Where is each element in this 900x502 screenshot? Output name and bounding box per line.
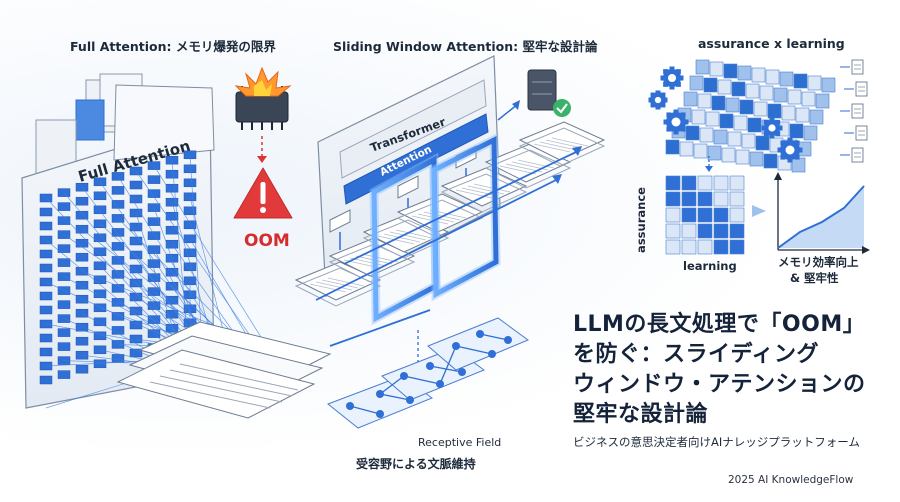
title-line: 堅牢な設計論 (573, 402, 709, 427)
oom-warning-icon (233, 167, 293, 219)
gear-icons (648, 66, 803, 163)
title-line: LLMの長文処理で「OOM」 (573, 312, 866, 337)
title-line: ウィンドウ・アテンションの (573, 372, 866, 397)
attention-bar (343, 113, 489, 205)
input-document-stack (116, 321, 332, 419)
main-title: LLMの長文処理で「OOM」 を防ぐ：スライディング ウィンドウ・アテンションの… (573, 310, 893, 430)
sliding-window-heading: Sliding Window Attention: 堅牢な設計論 (333, 39, 598, 54)
attention-lines (45, 154, 275, 409)
assurance-learning-illustration: assurance learning メモリ効率向上 & 堅牢性 (634, 59, 870, 285)
result-label-line2: & 堅牢性 (790, 271, 839, 285)
oom-label: OOM (244, 231, 290, 251)
title-line: を防ぐ：スライディング (573, 342, 819, 367)
full-attention-heading: Full Attention: メモリ爆発の限界 (70, 39, 276, 54)
learning-axis-label: learning (683, 259, 737, 273)
server-check-icon (527, 69, 571, 117)
subtitle: ビジネスの意思決定者向けAIナレッジプラットフォーム (573, 435, 860, 449)
assurance-matrix (665, 59, 836, 173)
document-icons (840, 59, 868, 163)
receptive-field-label: Receptive Field (418, 436, 501, 449)
assurance-axis-label: assurance (634, 187, 648, 253)
token-documents (294, 121, 606, 307)
full-attention-illustration: Full Attention (21, 66, 332, 419)
receptive-field-graph (327, 317, 530, 429)
small-attention-matrix (665, 175, 745, 255)
sliding-window-illustration: Transformer Attention (294, 55, 606, 471)
assurance-heading: assurance x learning (698, 36, 845, 51)
sliding-window-frames (369, 132, 501, 326)
efficiency-chart (774, 172, 870, 254)
footer-credit: 2025 AI KnowledgeFlow (728, 474, 854, 486)
exploding-chip-icon (234, 66, 292, 130)
right-arrow-icon (752, 205, 766, 217)
result-label-line1: メモリ効率向上 (778, 255, 859, 269)
receptive-field-caption: 受容野による文脈維持 (356, 456, 476, 471)
